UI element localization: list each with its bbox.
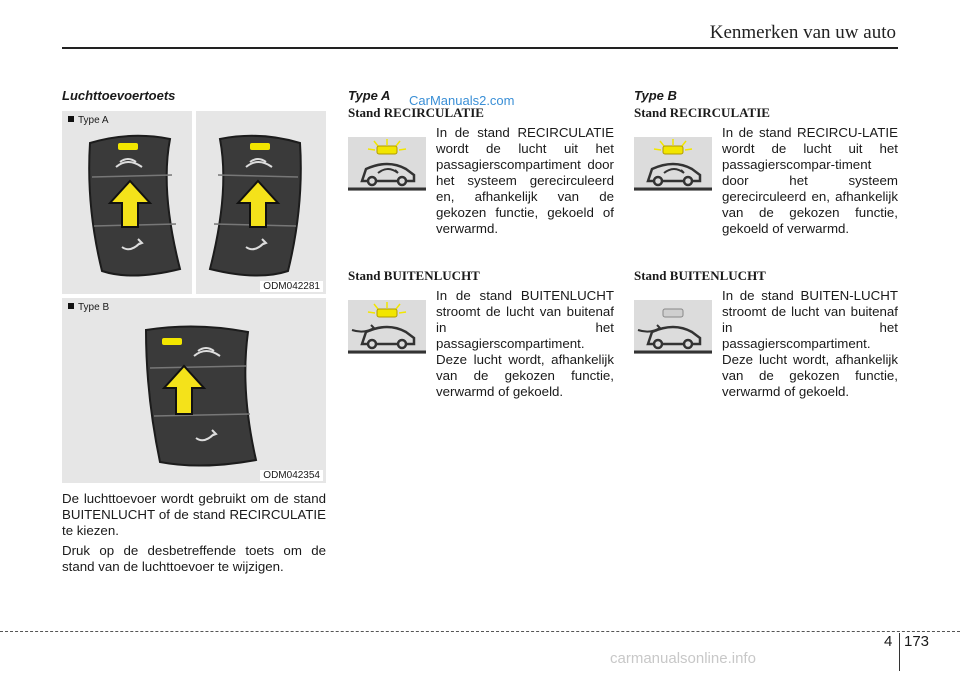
type-b-recirc-block: In de stand RECIRCU-LATIE wordt de lucht…: [634, 125, 898, 237]
arrow-up-icon: [161, 364, 207, 415]
section-heading: Luchttoevoertoets: [62, 88, 176, 103]
recirculation-icon: [115, 158, 143, 168]
figure-separator: [62, 294, 326, 296]
figure-a-label: Type A: [68, 115, 109, 126]
type-a-recirc-text: In de stand RECIRCULATIE wordt de lucht …: [436, 125, 614, 236]
type-a-outside-text: In de stand BUITENLUCHT stroomt de lucht…: [436, 288, 614, 400]
figure-b-label: Type B: [68, 302, 109, 313]
figure-b-code: ODM042354: [260, 470, 323, 481]
outside-air-icon: [121, 238, 144, 251]
bullet-square-icon: [68, 303, 74, 309]
figure-type-b: Type B ODM042354: [62, 298, 326, 483]
outside-air-mode-icon: [634, 300, 712, 355]
header-title: Kenmerken van uw auto: [709, 22, 896, 43]
outside-air-mode-icon: [348, 300, 426, 355]
type-a-recirc-block: In de stand RECIRCULATIE wordt de lucht …: [348, 125, 614, 237]
arrow-up-icon: [107, 179, 153, 228]
outside-air-icon: [195, 429, 218, 442]
type-b-outside-block: In de stand BUITEN-LUCHT stroomt de luch…: [634, 288, 898, 400]
type-a-heading: Type A: [348, 88, 391, 103]
type-a-outside-title: Stand BUITENLUCHT: [348, 268, 480, 284]
indicator-light-icon: [162, 338, 182, 345]
watermark-top[interactable]: CarManuals2.com: [407, 93, 517, 108]
indicator-light-icon: [118, 143, 138, 150]
page-number-separator: [899, 633, 900, 671]
air-intake-button-image-a2: [208, 134, 302, 277]
type-b-recirc-title: Stand RECIRCULATIE: [634, 105, 770, 120]
left-column: Luchttoevoertoets Type A ODM042281 Type …: [62, 88, 326, 575]
type-a-outside-block: In de stand BUITENLUCHT stroomt de lucht…: [348, 288, 614, 400]
chapter-number: 4: [884, 633, 893, 650]
intro-paragraph-2: Druk op de desbetreffende toets om de st…: [62, 543, 326, 574]
recirculation-icon: [245, 158, 273, 168]
type-a-recirc-title: Stand RECIRCULATIE: [348, 105, 484, 120]
watermark-bottom[interactable]: carmanualsonline.info: [610, 650, 756, 667]
air-intake-button-image-b: [144, 325, 258, 467]
recirculation-icon: [193, 347, 221, 357]
page-number: 173: [904, 633, 930, 650]
figure-type-a: Type A ODM042281: [62, 111, 326, 294]
bullet-square-icon: [68, 116, 74, 122]
type-b-outside-text: In de stand BUITEN-LUCHT stroomt de luch…: [722, 288, 898, 400]
indicator-light-icon: [250, 143, 270, 150]
recirculation-mode-icon: [348, 137, 426, 191]
type-b-column: Type B Stand RECIRCULATIE In de stand RE…: [634, 88, 898, 414]
type-b-heading: Type B: [634, 88, 677, 103]
header-rule: [62, 47, 898, 49]
figure-divider: [192, 111, 196, 294]
recirculation-mode-icon: [634, 137, 712, 191]
footer-rule: [0, 631, 960, 632]
type-b-outside-title: Stand BUITENLUCHT: [634, 268, 766, 284]
type-a-column: Type A Stand RECIRCULATIE In de stand RE…: [348, 88, 614, 414]
type-b-recirc-text: In de stand RECIRCU-LATIE wordt de lucht…: [722, 125, 898, 236]
arrow-up-icon: [235, 179, 281, 228]
intro-paragraph-1: De luchttoevoer wordt gebruikt om de sta…: [62, 491, 326, 538]
figure-a-code: ODM042281: [260, 281, 323, 292]
outside-air-icon: [245, 238, 268, 251]
air-intake-button-image-a1: [88, 134, 182, 277]
